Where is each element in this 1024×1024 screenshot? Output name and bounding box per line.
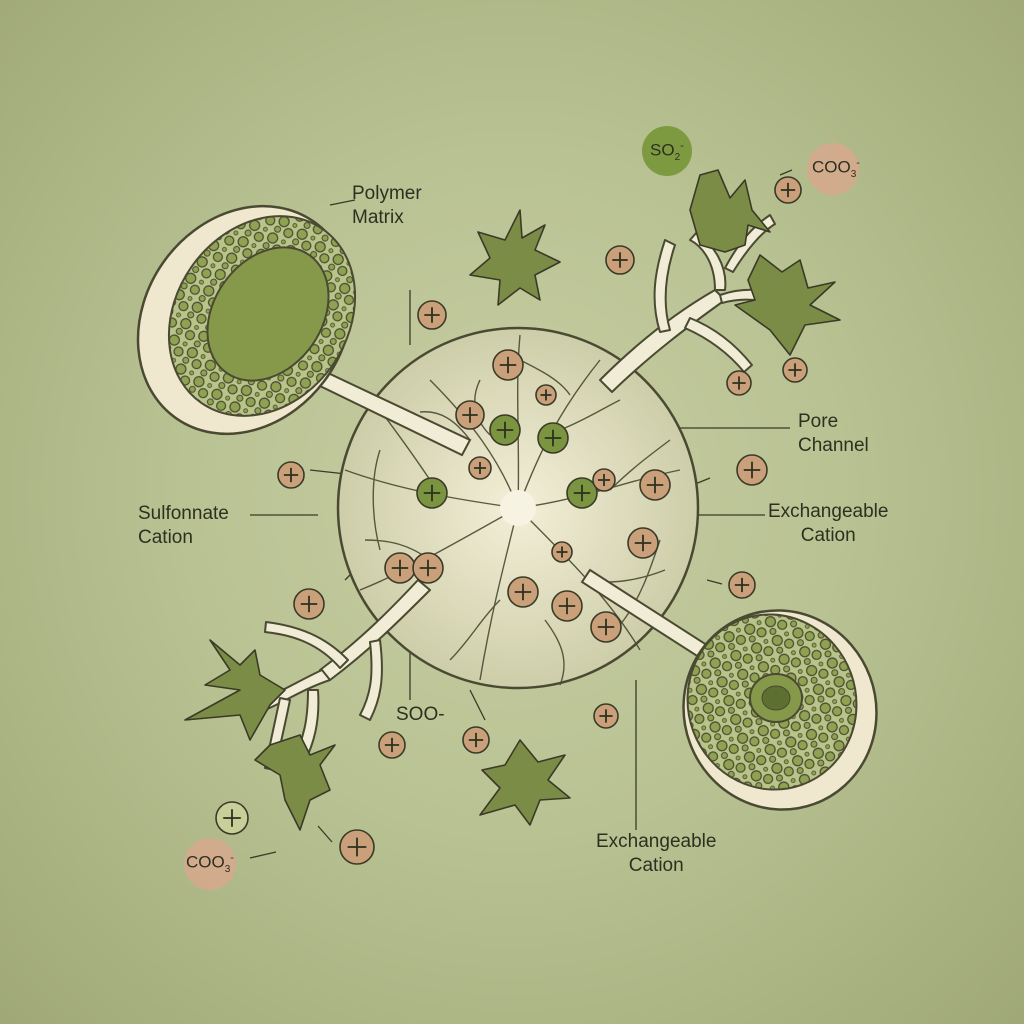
label-line: Channel: [798, 435, 869, 456]
plus-ion-icon: [590, 611, 622, 643]
label-sulfonate-cation: Sulfonnate Cation: [138, 502, 229, 550]
chem-sup: -: [230, 852, 234, 864]
label-line: Cation: [138, 527, 193, 548]
plus-ion-icon: [535, 384, 557, 406]
label-line: Exchangeable: [596, 831, 717, 852]
label-pore-channel: Pore Channel: [798, 410, 869, 458]
plus-ion-icon: [277, 461, 305, 489]
plus-ion-icon: [468, 456, 492, 480]
plus-ion-icon: [782, 357, 808, 383]
coo-badge-top: [807, 143, 859, 195]
label-exchangeable-cation-right: Exchangeable Cation: [768, 500, 888, 548]
plus-ion-icon: [489, 414, 521, 446]
plus-ion-icon: [293, 588, 325, 620]
leaf-icon: [184, 639, 286, 741]
plus-ion-icon: [378, 731, 406, 759]
label-exchangeable-cation-bottom: Exchangeable Cation: [596, 830, 716, 878]
leaf-icon: [479, 739, 571, 826]
plus-ion-icon: [592, 468, 616, 492]
plus-ion-icon: [605, 245, 635, 275]
chem-sub: 2: [674, 152, 681, 164]
plus-ion-icon: [507, 576, 539, 608]
chem-sup: -: [680, 140, 684, 152]
chem-sub: 3: [224, 864, 231, 876]
plus-ion-icon: [551, 541, 573, 563]
bead-cross-section-icon: [136, 204, 357, 436]
plus-ion-icon: [593, 703, 619, 729]
plus-ion-icon: [412, 552, 444, 584]
label-line: Matrix: [352, 207, 404, 228]
plus-ion-icon: [627, 527, 659, 559]
plus-ion-icon: [728, 571, 756, 599]
label-line: Sulfonnate: [138, 503, 229, 524]
plus-ion-icon: [492, 349, 524, 381]
chem-base: COO: [186, 852, 225, 872]
plus-ion-icon: [736, 454, 768, 486]
plus-ion-icon: [726, 370, 752, 396]
chem-coo-top: COO3-: [812, 157, 860, 180]
label-line: Pore: [798, 411, 839, 432]
chem-base: SO: [650, 140, 675, 160]
label-line: Cation: [628, 855, 684, 876]
coo-badge-bottom: [184, 838, 236, 890]
so2-badge: [642, 126, 692, 176]
chem-coo-bottom: COO3-: [186, 852, 234, 875]
chem-base: COO: [812, 157, 851, 177]
label-line: Polymer: [352, 183, 422, 204]
plus-ion-icon: [215, 801, 249, 835]
leaf-icon: [734, 254, 841, 356]
chem-sub: 3: [850, 169, 857, 181]
plus-ion-icon: [455, 400, 485, 430]
leaf-icon: [469, 209, 561, 306]
label-line: Cation: [800, 525, 856, 546]
plus-ion-icon: [416, 477, 448, 509]
chem-so-top: SO2-: [650, 140, 684, 163]
ion-group: [215, 176, 808, 865]
plus-ion-icon: [639, 469, 671, 501]
plus-ion-icon: [537, 422, 569, 454]
leaf-icon: [689, 169, 771, 253]
plus-ion-icon: [339, 829, 375, 865]
polymer-sphere: [336, 326, 700, 690]
leaf-icon: [254, 734, 336, 831]
plus-ion-icon: [774, 176, 802, 204]
label-soo: SOO-: [396, 703, 445, 727]
plus-ion-icon: [462, 726, 490, 754]
label-line: Exchangeable: [768, 501, 889, 522]
leaves: [184, 169, 841, 831]
label-line: SOO-: [396, 704, 445, 725]
bead-cross-section-icon: [682, 609, 878, 811]
chem-sup: -: [856, 157, 860, 169]
label-polymer-matrix: Polymer Matrix: [352, 182, 422, 230]
plus-ion-icon: [417, 300, 447, 330]
plus-ion-icon: [566, 477, 598, 509]
plus-ion-icon: [384, 552, 416, 584]
plus-ion-icon: [551, 590, 583, 622]
